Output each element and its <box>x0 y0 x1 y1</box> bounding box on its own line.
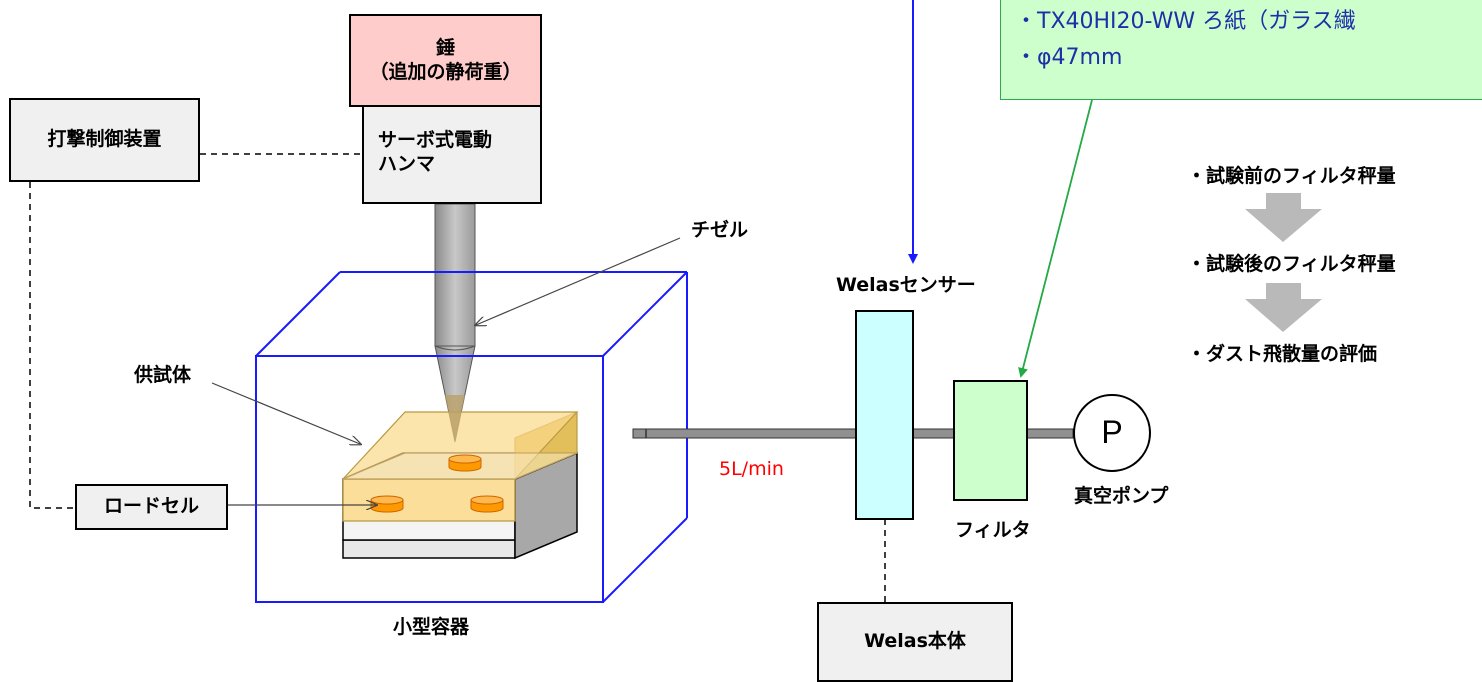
weight-sublabel: （追加の静荷重） <box>369 60 522 83</box>
sampling-pipe <box>632 428 1074 439</box>
hammer-label-line2: ハンマ <box>378 152 436 175</box>
filter-body <box>953 380 1028 501</box>
process-step: ・試験前のフィルタ秤量 <box>1187 165 1396 187</box>
chisel-tip <box>434 345 476 443</box>
welas-sensor-body <box>855 310 914 520</box>
vacuum-pump-symbol <box>1073 394 1151 472</box>
chisel-label: チゼル <box>691 219 749 241</box>
sample-disc <box>470 495 504 513</box>
servo-hammer-box: サーボ式電動 ハンマ <box>362 105 542 204</box>
flow-rate-label: 5L/min <box>719 458 784 480</box>
specimen-label: 供試体 <box>134 364 192 386</box>
load-cell-box: ロードセル <box>75 484 228 530</box>
small-container <box>255 271 688 603</box>
filter-spec-note: ・TX40HI20-WW ろ紙（ガラス繊 ・φ47mm <box>1000 0 1482 100</box>
hammer-label-line1: サーボ式電動 <box>378 129 493 151</box>
filter-label: フィルタ <box>955 519 1031 541</box>
vacuum-pump-label: 真空ポンプ <box>1074 485 1169 507</box>
process-down-arrow <box>1245 283 1322 332</box>
filter-green-arrow <box>1018 99 1093 378</box>
control-to-loadcell-dashed-line <box>29 182 75 509</box>
filter-spec-line2: ・φ47mm <box>1015 45 1123 70</box>
weight-box: 錘 （追加の静荷重） <box>349 14 542 107</box>
impact-control-label: 打撃制御装置 <box>47 128 162 151</box>
process-step: ・試験後のフィルタ秤量 <box>1187 253 1396 275</box>
process-down-arrow <box>1245 193 1322 242</box>
sample-disc <box>370 495 404 513</box>
process-step: ・ダスト飛散量の評価 <box>1187 343 1378 365</box>
weight-label: 錘 <box>435 36 455 59</box>
sample-disc <box>448 454 482 472</box>
pump-symbol-label: P <box>1101 414 1123 450</box>
specimen-block <box>341 411 579 560</box>
container-label: 小型容器 <box>393 616 470 638</box>
welas-body-label: Welas本体 <box>864 630 966 653</box>
welas-sensor-label: Welasセンサー <box>836 274 976 296</box>
chisel-rod <box>434 203 476 347</box>
filter-spec-line1: ・TX40HI20-WW ろ紙（ガラス繊 <box>1015 9 1356 34</box>
chisel-leader-arrow <box>476 237 681 325</box>
welas-body-box: Welas本体 <box>817 602 1013 682</box>
load-cell-label: ロードセル <box>103 495 199 518</box>
specimen-leader-arrow <box>211 382 360 444</box>
impact-control-box: 打撃制御装置 <box>9 98 200 182</box>
